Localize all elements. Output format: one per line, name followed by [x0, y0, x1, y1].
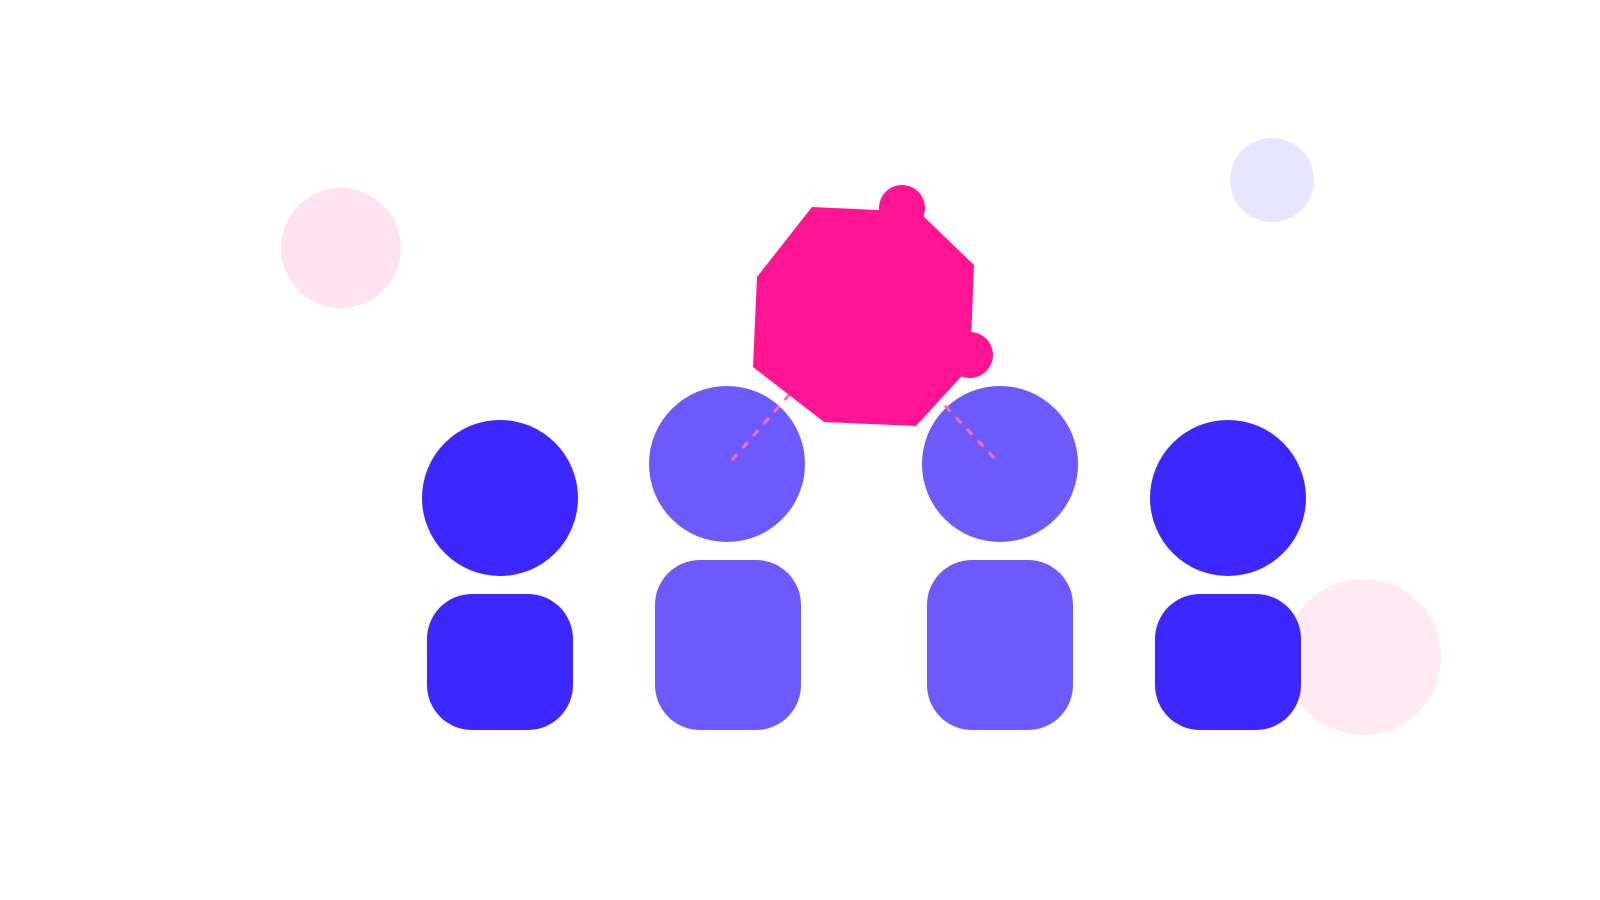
- person-head: [1150, 420, 1306, 576]
- person-4: [1150, 420, 1306, 730]
- person-body: [1155, 594, 1301, 730]
- person-head: [649, 386, 805, 542]
- person-1: [422, 420, 578, 730]
- person-3: [922, 386, 1078, 730]
- person-head: [922, 386, 1078, 542]
- hexagon-node-top: [879, 185, 925, 231]
- person-2: [649, 386, 805, 730]
- person-body: [927, 560, 1073, 730]
- decorative-bubble-pink: [281, 188, 401, 308]
- hexagon-network-icon: [753, 185, 993, 426]
- hexagon-node-right: [947, 332, 993, 378]
- hexagon-shape: [753, 207, 974, 426]
- decorative-bubble-lavender: [1230, 138, 1314, 222]
- person-body: [427, 594, 573, 730]
- decorative-bubble-pink-soft: [1285, 579, 1441, 735]
- person-body: [655, 560, 801, 730]
- person-head: [422, 420, 578, 576]
